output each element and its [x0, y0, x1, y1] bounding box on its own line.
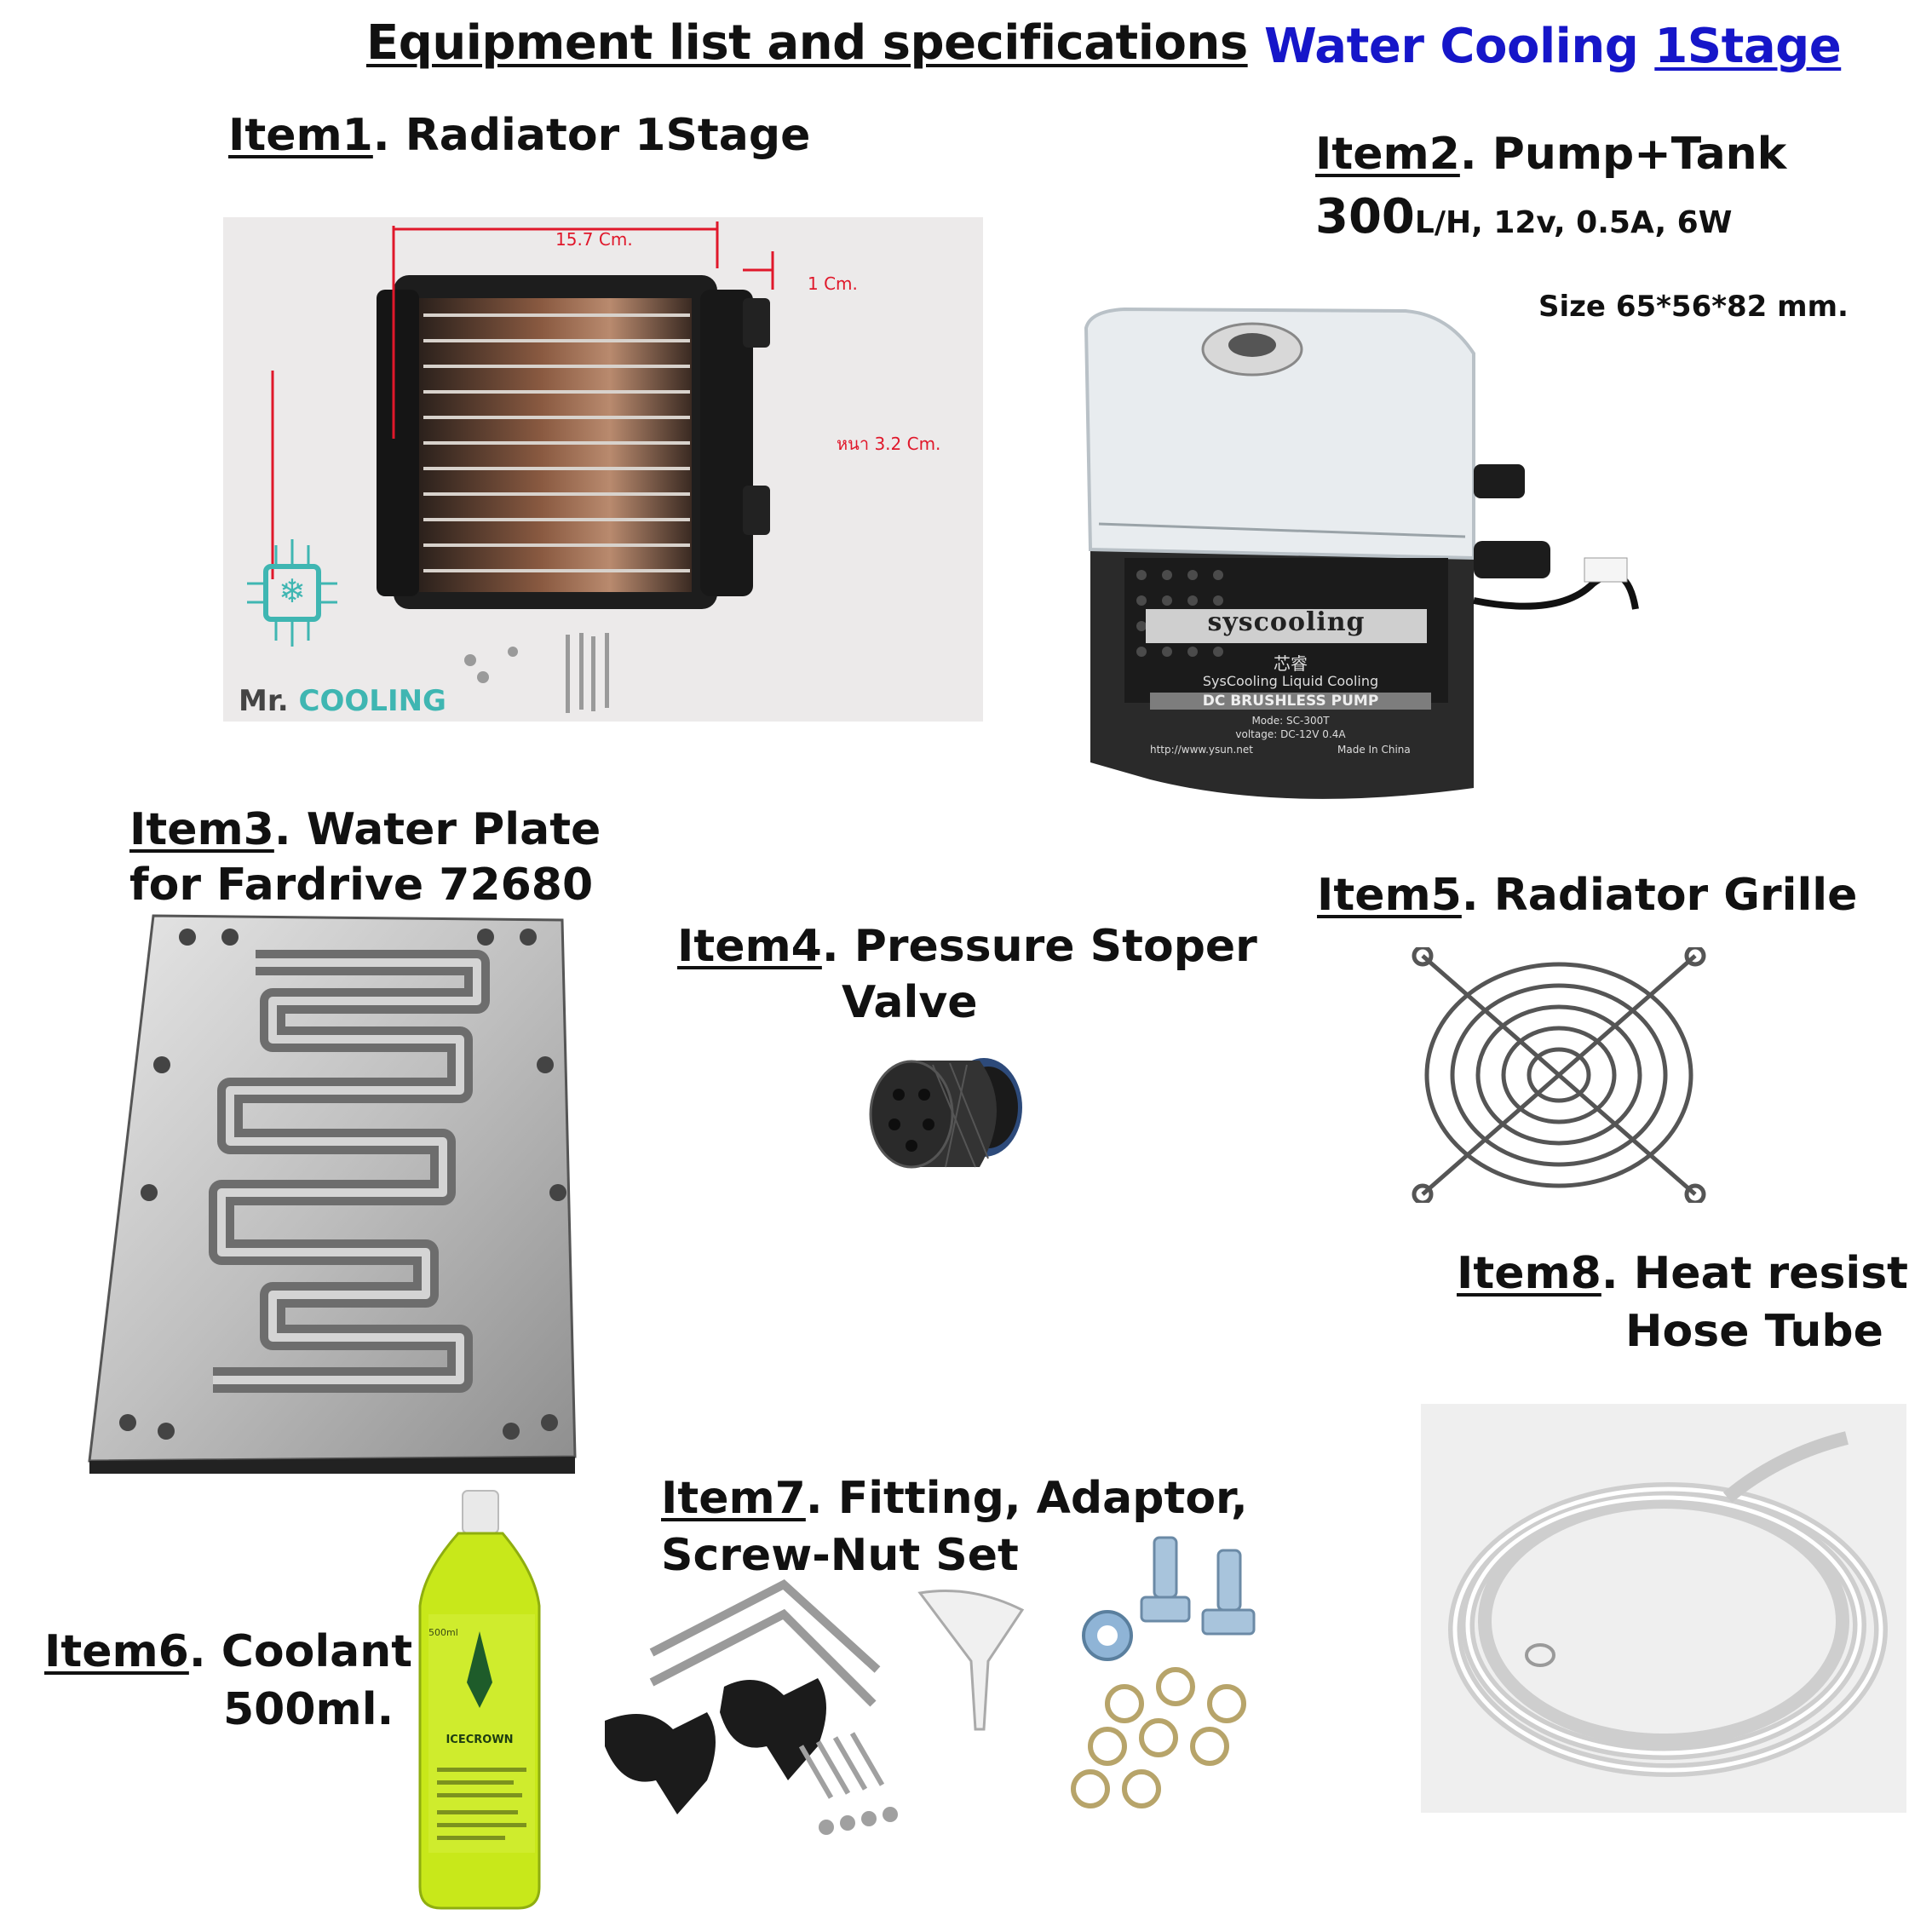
item2-size: Size 65*56*82 mm. — [1538, 290, 1849, 324]
item1-title: . Radiator 1Stage — [372, 110, 811, 161]
subtitle-prefix: Water Cooling — [1264, 19, 1655, 74]
item2-spec-line: 300L/H, 12v, 0.5A, 6W — [1315, 189, 1732, 244]
item3-title-line1: . Water Plate — [273, 804, 601, 855]
fitting-set-photo — [596, 1533, 1278, 1840]
item8-title-line1: . Heat resist — [1601, 1248, 1909, 1299]
coolant-illustration — [418, 1490, 541, 1910]
dim-thick-label: หนา 3.2 Cm. — [837, 434, 941, 454]
item2-spec: L/H, 12v, 0.5A, 6W — [1414, 205, 1733, 240]
radiator-illustration: ❄ — [247, 221, 774, 713]
hose-tube-illustration — [1448, 1431, 1888, 1777]
pump-made: Made In China — [1337, 744, 1411, 756]
coolant-brand: ICECROWN — [446, 1734, 514, 1746]
item6-title-line2: 500ml. — [223, 1684, 394, 1735]
item8-heading: Item8. Heat resist — [1457, 1248, 1909, 1300]
coolant-photo: ICECROWN 500ml — [407, 1486, 552, 1912]
logo-cooling: COOLING — [298, 684, 446, 718]
item4-number: Item4 — [677, 921, 822, 972]
item7-title-line1: . Fitting, Adaptor, — [805, 1473, 1248, 1524]
pump-photo: syscooling 芯睿 SysCooling Liquid Cooling … — [1048, 302, 1644, 814]
water-plate-photo — [85, 911, 579, 1474]
item2-title: . Pump+Tank — [1459, 129, 1787, 180]
item3-number: Item3 — [129, 804, 274, 855]
item8-title-line2: Hose Tube — [1625, 1306, 1883, 1357]
item2-flow: 300 — [1315, 189, 1415, 244]
svg-text:❄: ❄ — [279, 572, 306, 610]
item6-number: Item6 — [44, 1626, 189, 1677]
item3-heading: Item3. Water Plate — [129, 804, 601, 856]
coolant-volume: 500ml — [428, 1627, 458, 1638]
logo-mr: Mr. — [239, 684, 299, 718]
mr-cooling-logo: Mr. COOLING — [239, 684, 446, 718]
dim-port-label: 1 Cm. — [808, 273, 858, 294]
subtitle-stage: 1Stage — [1654, 19, 1842, 74]
valve-illustration — [869, 1058, 1022, 1169]
dim-width-label: 15.7 Cm. — [555, 229, 633, 250]
pump-brand-line: SysCooling Liquid Cooling — [1202, 673, 1379, 689]
item1-heading: Item1. Radiator 1Stage — [228, 110, 811, 162]
pump-type: DC BRUSHLESS PUMP — [1150, 693, 1431, 710]
item5-number: Item5 — [1317, 870, 1462, 921]
pump-brand-cn: 芯睿 — [1274, 653, 1308, 674]
hose-tube-photo — [1421, 1404, 1906, 1813]
item6-title-line1: . Coolant — [188, 1626, 413, 1677]
item4-heading: Item4. Pressure Stoper — [677, 921, 1257, 973]
pump-mode: Mode: SC-300T — [1251, 715, 1330, 727]
item5-heading: Item5. Radiator Grille — [1317, 870, 1858, 922]
pump-voltage: voltage: DC-12V 0.4A — [1235, 728, 1346, 740]
item4-title-line2: Valve — [842, 977, 978, 1028]
item5-title: . Radiator Grille — [1461, 870, 1858, 921]
pump-url: http://www.ysun.net — [1150, 744, 1253, 756]
item7-heading: Item7. Fitting, Adaptor, — [661, 1473, 1248, 1525]
item8-number: Item8 — [1457, 1248, 1601, 1299]
grille-illustration — [1412, 947, 1706, 1203]
item2-number: Item2 — [1315, 129, 1460, 180]
page-title: Equipment list and specifications — [366, 15, 1248, 71]
page-subtitle: Water Cooling 1Stage — [1264, 19, 1842, 74]
item1-number: Item1 — [228, 110, 373, 161]
radiator-photo: ❄ 15.7 Cm. 1 Cm. หนา 3.2 Cm. Mr. COOLING — [223, 217, 983, 722]
valve-photo — [860, 1039, 1031, 1193]
item7-number: Item7 — [661, 1473, 806, 1524]
pump-brand: syscooling — [1207, 607, 1366, 637]
item4-title-line1: . Pressure Stoper — [821, 921, 1257, 972]
item6-heading: Item6. Coolant — [44, 1626, 413, 1678]
item3-title-line2: for Fardrive 72680 — [129, 860, 594, 911]
grille-photo — [1406, 947, 1712, 1203]
pump-illustration — [1084, 307, 1639, 799]
fitting-set-illustration — [605, 1536, 1256, 1835]
item7-title-line2: Screw-Nut Set — [661, 1530, 1019, 1581]
water-plate-illustration — [88, 914, 577, 1474]
item2-heading: Item2. Pump+Tank — [1315, 129, 1786, 181]
